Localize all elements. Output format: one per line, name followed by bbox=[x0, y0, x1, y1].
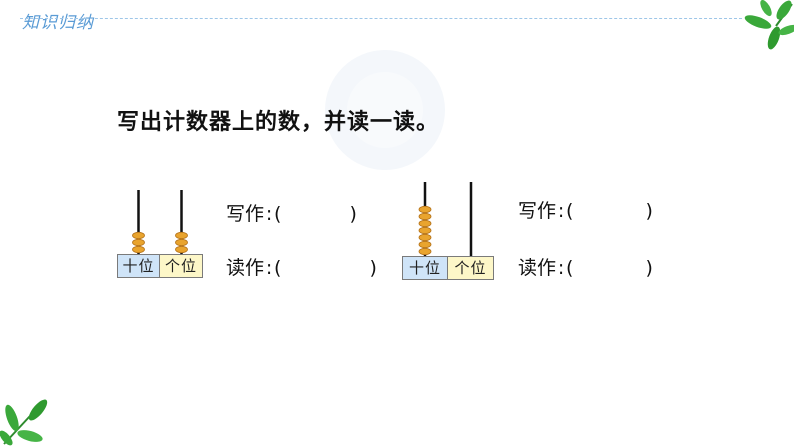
colon: : bbox=[265, 257, 273, 279]
tens-bead bbox=[418, 247, 432, 256]
abacus-2: 十位 个位 bbox=[402, 182, 494, 282]
ones-place-label: 个位 bbox=[160, 254, 203, 278]
tens-bead bbox=[418, 240, 432, 249]
abacus-rods bbox=[418, 182, 473, 256]
paren-open: ( bbox=[274, 257, 282, 279]
instruction-text: 写出计数器上的数，并读一读。 bbox=[117, 110, 440, 135]
watermark-logo-icon bbox=[325, 50, 445, 170]
colon: : bbox=[557, 200, 565, 222]
ones-bead bbox=[175, 231, 188, 240]
abacus-1: 十位 个位 bbox=[117, 190, 203, 280]
write-answer-1: 写作:() bbox=[226, 199, 357, 226]
tens-bead bbox=[418, 226, 432, 235]
paren-close: ) bbox=[369, 257, 377, 279]
tens-bead bbox=[132, 238, 145, 247]
read-answer-1: 读作:() bbox=[226, 253, 377, 280]
tens-place-label: 十位 bbox=[117, 254, 160, 278]
write-answer-2: 写作:() bbox=[518, 196, 653, 223]
paren-close: ) bbox=[645, 257, 653, 279]
read-label: 读作 bbox=[226, 257, 265, 279]
header-divider bbox=[20, 18, 742, 19]
green-leaves-icon bbox=[744, 0, 794, 50]
tens-bead bbox=[418, 233, 432, 242]
read-answer-2: 读作:() bbox=[518, 253, 653, 280]
paren-open: ( bbox=[566, 200, 574, 222]
colon: : bbox=[265, 203, 273, 225]
write-label: 写作 bbox=[518, 200, 557, 222]
ones-bead bbox=[175, 238, 188, 247]
green-leaves-icon bbox=[0, 399, 48, 446]
tens-bead bbox=[132, 245, 145, 254]
write-label: 写作 bbox=[226, 203, 265, 225]
tens-bead bbox=[132, 231, 145, 240]
tens-bead bbox=[418, 219, 432, 228]
section-label: 知识归纳 bbox=[22, 13, 94, 33]
tens-bead bbox=[418, 212, 432, 221]
tens-bead bbox=[418, 205, 432, 214]
paren-open: ( bbox=[274, 203, 282, 225]
paren-open: ( bbox=[566, 257, 574, 279]
paren-close: ) bbox=[349, 203, 357, 225]
tens-place-label: 十位 bbox=[402, 256, 448, 280]
ones-place-label: 个位 bbox=[448, 256, 494, 280]
abacus-rods bbox=[132, 190, 188, 254]
read-label: 读作 bbox=[518, 257, 557, 279]
ones-bead bbox=[175, 245, 188, 254]
paren-close: ) bbox=[645, 200, 653, 222]
colon: : bbox=[557, 257, 565, 279]
